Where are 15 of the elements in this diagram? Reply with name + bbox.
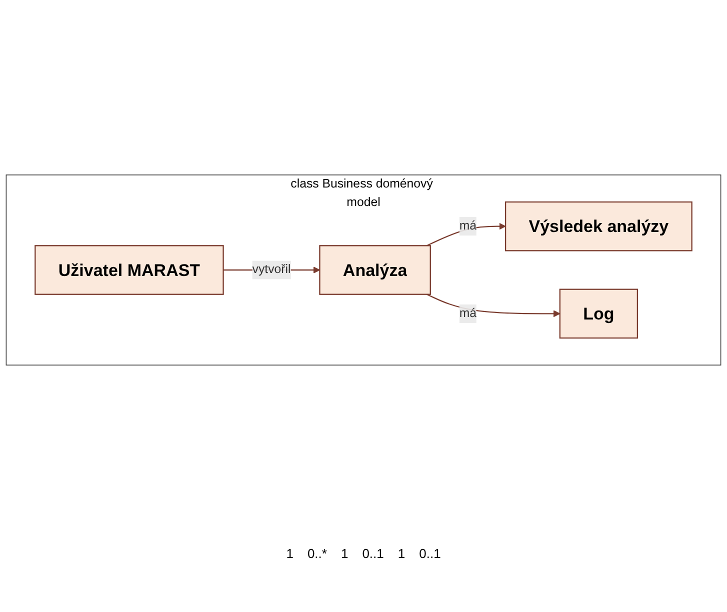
node-box: Analýza	[319, 245, 431, 295]
arrow	[426, 222, 506, 246]
node-box: Log	[559, 288, 638, 339]
node-box: Výsledek analýzy	[504, 201, 692, 252]
edge-label: má	[459, 306, 477, 320]
multiplicity-label: 1	[286, 546, 294, 561]
edge-label: má	[459, 219, 477, 233]
multiplicity-label: 0..1	[362, 546, 384, 561]
edge-label: vytvořil	[252, 263, 291, 276]
multiplicity-label: 0..*	[307, 546, 327, 561]
multiplicity-label: 0..1	[419, 546, 441, 561]
node-box: Uživatel MARAST	[34, 245, 224, 295]
multiplicity-label: 1	[340, 546, 348, 561]
arrow	[426, 294, 560, 318]
multiplicity-label: 1	[398, 546, 406, 561]
